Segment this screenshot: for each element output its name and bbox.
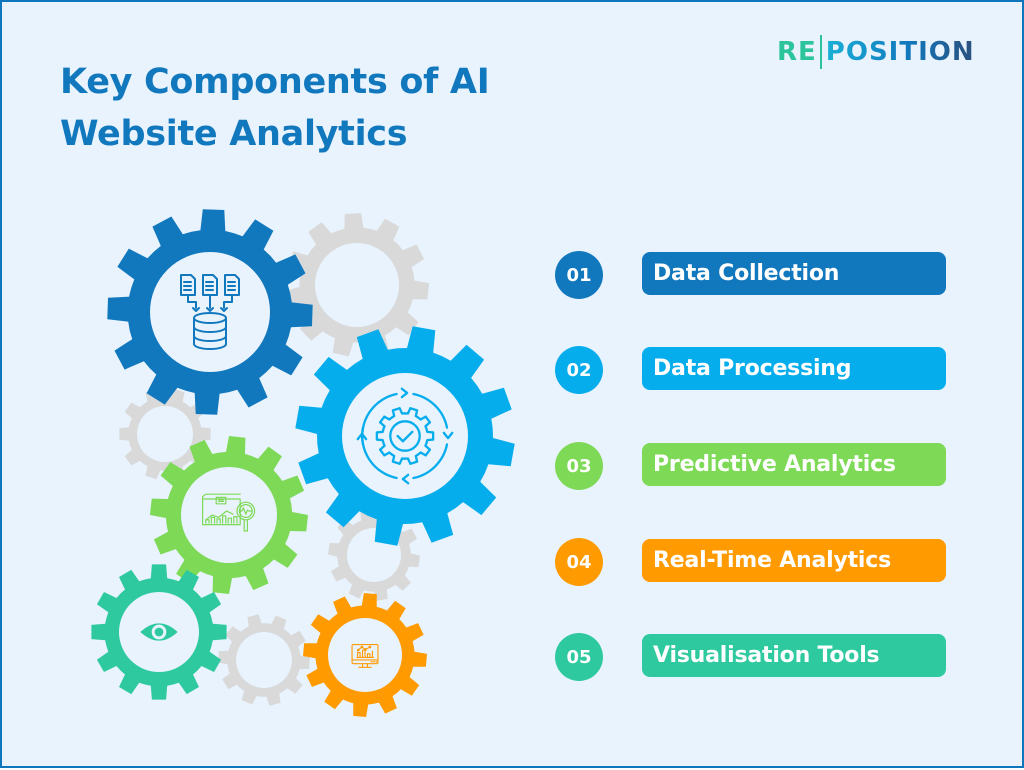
page-title: Key Components of AI Website Analytics: [60, 56, 490, 160]
number-badge: 03: [555, 442, 603, 490]
predictive-analytics-gear: [150, 436, 308, 594]
real-time-analytics-gear: [303, 593, 427, 717]
gray-gear-left: [119, 388, 211, 480]
reposition-logo: RE POSITION: [777, 35, 975, 69]
number-badge: 05: [555, 633, 603, 681]
title-line-2: Website Analytics: [60, 114, 408, 154]
number-badge: 02: [555, 346, 603, 394]
logo-divider: [819, 35, 822, 69]
component-label: Data Processing: [642, 347, 946, 390]
component-label: Visualisation Tools: [642, 634, 946, 677]
gear-check-cycle-icon: [356, 387, 454, 485]
monitor-chart-icon: [351, 643, 379, 668]
number-badge: 04: [555, 538, 603, 586]
data-collection-gear: [107, 209, 313, 415]
data-processing-gear: [295, 326, 515, 546]
component-item-5: 05 Visualisation Tools: [555, 633, 947, 681]
gray-gear-bottom: [218, 614, 310, 706]
gray-gear-top: [285, 213, 429, 357]
component-label: Real-Time Analytics: [642, 539, 946, 582]
report-magnifier-icon: [201, 493, 256, 532]
database-documents-icon: [180, 274, 240, 350]
component-item-1: 01 Data Collection: [555, 251, 947, 299]
component-item-2: 02 Data Processing: [555, 346, 947, 394]
component-item-4: 04 Real-Time Analytics: [555, 538, 947, 586]
logo-part-position: POSITION: [825, 37, 975, 67]
title-line-1: Key Components of AI: [60, 62, 490, 102]
component-label: Predictive Analytics: [642, 443, 946, 486]
number-badge: 01: [555, 251, 603, 299]
logo-part-re: RE: [777, 37, 817, 67]
component-label: Data Collection: [642, 252, 946, 295]
visualisation-tools-gear: [91, 564, 227, 700]
eye-icon: [140, 623, 178, 641]
component-item-3: 03 Predictive Analytics: [555, 442, 947, 490]
